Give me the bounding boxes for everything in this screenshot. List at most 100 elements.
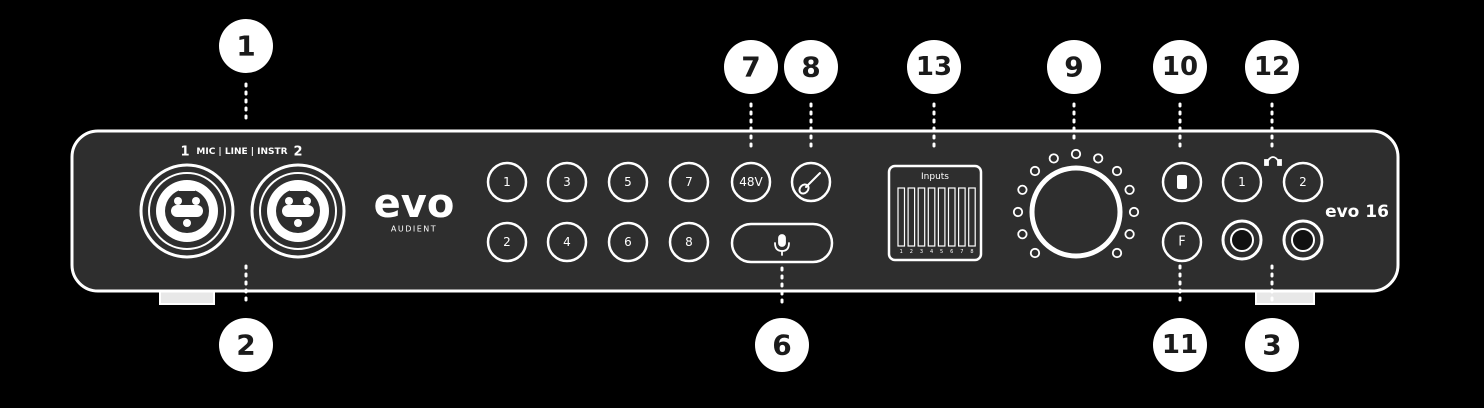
channel-button-2[interactable]: 2 [486,221,528,263]
meter-bar [927,187,936,247]
input-2-label: 2 [293,145,302,160]
callout-6-label: 6 [772,329,791,362]
led-dot [1093,153,1104,164]
meter-channel-label: 6 [950,249,953,255]
callout-6: 6 [755,318,809,372]
focus-button[interactable]: F [1161,221,1203,263]
phantom-power-label: 48V [739,175,763,189]
meter-bar [968,187,976,247]
channel-button-1[interactable]: 1 [486,161,528,203]
logo-text: evo [374,181,455,227]
channel-button-label: 1 [503,175,511,189]
channel-button-label: 2 [503,235,511,249]
led-dot [1029,165,1041,177]
callout-11: 11 [1153,318,1207,372]
callout-1-label: 1 [236,30,255,63]
led-dot [1017,229,1028,240]
callout-12-label: 12 [1254,52,1290,82]
channel-button-label: 3 [563,175,571,189]
channel-button-label: 7 [685,175,693,189]
callout-10-label: 10 [1162,52,1198,82]
input-1-label: 1 [180,145,189,160]
channel-buttons: 1 3 5 7 2 4 6 8 [486,161,710,263]
callout-12: 12 [1245,40,1299,94]
model-name: evo 16 [1325,202,1389,222]
monitor-button[interactable] [1161,161,1203,203]
led-dot [1128,206,1140,218]
meter-channel-label: 7 [960,249,963,255]
meter-bar [937,187,946,247]
phantom-power-button[interactable]: 48V [730,161,772,203]
callout-11-label: 11 [1162,330,1198,360]
channel-button-label: 8 [685,235,693,249]
callout-8-label: 8 [801,51,820,84]
callout-3: 3 [1245,318,1299,372]
callout-13-label: 13 [916,52,952,82]
meter-channel-label: 2 [910,249,913,255]
channel-button-label: 5 [624,175,632,189]
led-dot [1124,184,1135,195]
callout-10: 10 [1153,40,1207,94]
headphone-jack-2[interactable] [1282,219,1324,261]
channel-button-3[interactable]: 3 [546,161,588,203]
headphones-icon [1264,156,1282,166]
leader-lines [244,82,1274,308]
channel-button-label: 4 [563,235,571,249]
meter-bars: 1 2 3 4 5 6 7 8 [897,187,976,255]
input-type-label: MIC | LINE | INSTR [196,147,287,157]
combo-input-2[interactable] [250,163,346,259]
callout-3-label: 3 [1262,329,1281,362]
microphone-icon [774,234,790,256]
meter-bar [947,187,956,247]
evo-logo: evo AUDIENT [374,181,455,234]
meter-bar [957,187,966,247]
speaker-icon [1177,175,1187,189]
mic-button[interactable] [730,222,834,264]
combo-inputs: 1 MIC | LINE | INSTR 2 [139,145,346,259]
headphone-button-1-label: 1 [1238,175,1246,189]
guitar-icon [798,172,821,195]
meter-channel-label: 4 [930,249,933,255]
channel-button-5[interactable]: 5 [607,161,649,203]
led-dot [1048,153,1059,164]
channel-button-7[interactable]: 7 [668,161,710,203]
callout-2: 2 [219,318,273,372]
logo-subtext: AUDIENT [391,225,437,234]
meter-bar [917,187,926,247]
meter-channel-label: 3 [920,249,923,255]
input-meters: Inputs 1 2 3 4 5 6 7 8 [887,164,983,262]
meter-channel-label: 8 [970,249,973,255]
channel-button-4[interactable]: 4 [546,221,588,263]
combo-input-1[interactable] [139,163,235,259]
led-dot [1012,206,1024,218]
meter-title: Inputs [921,172,949,182]
encoder-knob[interactable] [1029,165,1123,259]
led-dot [1124,229,1135,240]
headphone-jack-1[interactable] [1221,219,1263,261]
callout-9: 9 [1047,40,1101,94]
callout-9-label: 9 [1064,51,1083,84]
callout-7-label: 7 [741,51,760,84]
meter-channel-label: 5 [940,249,943,255]
headphone-button-2[interactable]: 2 [1282,161,1324,203]
callout-1: 1 [219,19,273,73]
channel-button-6[interactable]: 6 [607,221,649,263]
meter-frame [887,164,983,262]
channel-button-label: 6 [624,235,632,249]
channel-button-8[interactable]: 8 [668,221,710,263]
led-dot [1111,247,1123,259]
headphone-button-2-label: 2 [1299,175,1307,189]
led-ring [1012,148,1140,259]
meter-bar [907,187,916,247]
meter-bar [897,187,906,247]
callout-7: 7 [724,40,778,94]
led-dot [1070,148,1082,160]
focus-label: F [1178,235,1185,250]
callout-13: 13 [907,40,961,94]
instrument-button[interactable] [790,161,832,203]
led-dot [1029,247,1041,259]
led-dot [1017,184,1028,195]
meter-channel-label: 1 [900,249,903,255]
headphone-button-1[interactable]: 1 [1221,161,1263,203]
